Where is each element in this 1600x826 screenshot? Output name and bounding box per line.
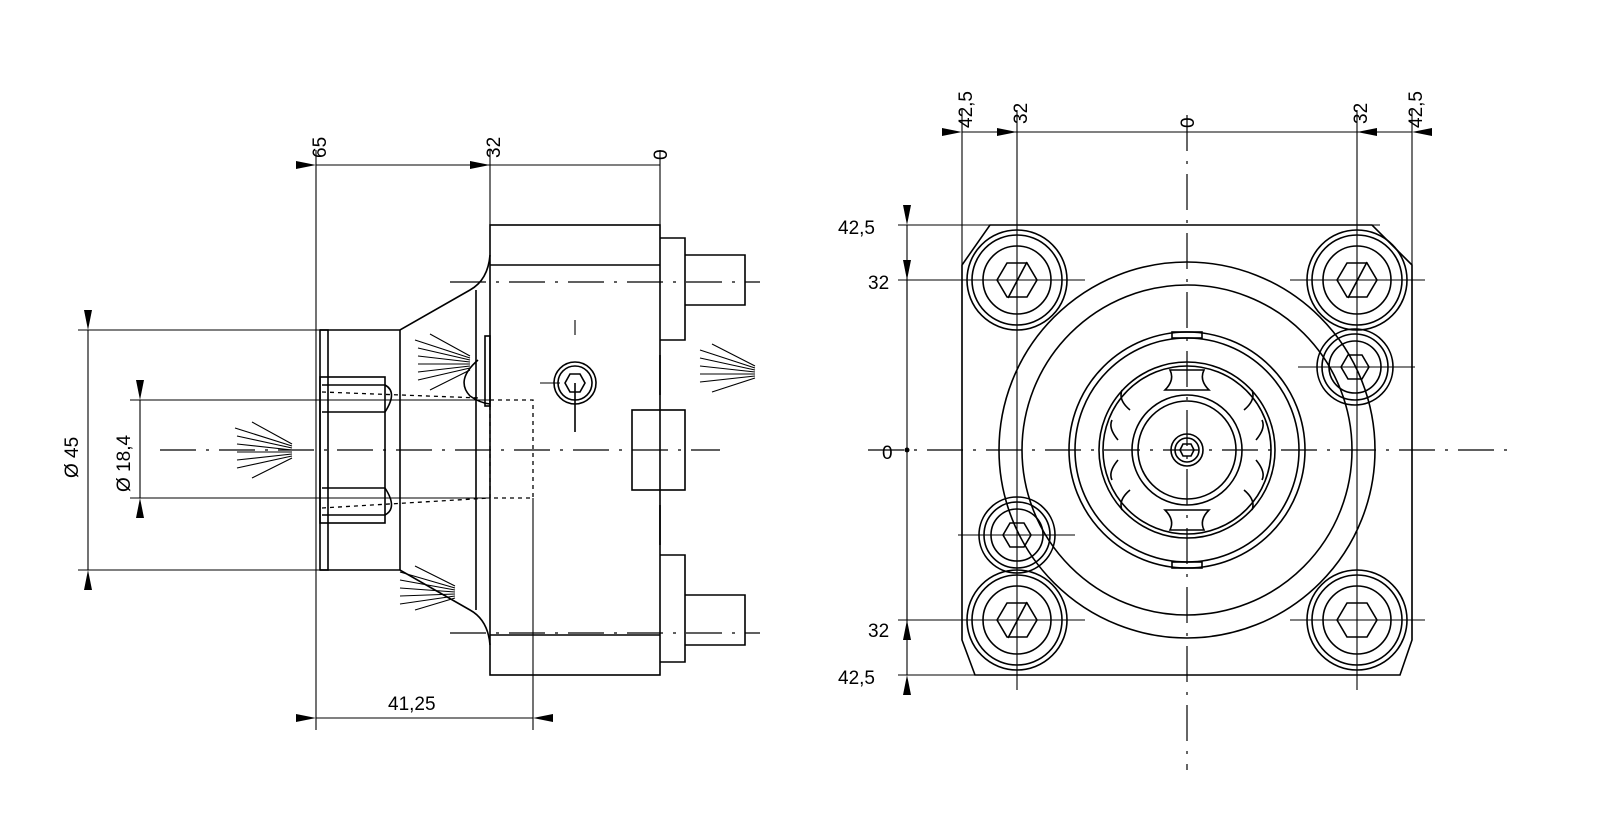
ring-notches — [1110, 331, 1264, 569]
top-dimension: 65 32 0 — [296, 137, 672, 169]
dim-top-4: 32 — [1351, 103, 1372, 124]
dim-left-5: 42,5 — [838, 668, 875, 689]
dim-left-1: 42,5 — [838, 218, 875, 239]
side-view: 65 32 0 Ø 45 Ø 18,4 41,25 — [62, 137, 760, 730]
dim-outer-diameter: Ø 45 — [62, 437, 83, 478]
dim-top-3: 0 — [1178, 117, 1199, 128]
left-dimension: 42,5 32 0 32 42,5 — [838, 205, 911, 695]
front-view: 42,5 32 0 32 42,5 42,5 32 0 32 42,5 — [838, 91, 1510, 770]
dim-top-2: 32 — [1011, 103, 1032, 124]
dim-bore-diameter: Ø 18,4 — [114, 435, 135, 492]
dim-0: 0 — [651, 149, 672, 160]
dim-left-4: 32 — [868, 621, 889, 642]
surface-hatch — [234, 333, 756, 611]
dim-32: 32 — [484, 137, 505, 158]
dim-top-1: 42,5 — [956, 91, 977, 128]
cap-screw-icon — [540, 320, 597, 432]
top-dimension: 42,5 32 0 32 42,5 — [942, 91, 1432, 136]
dim-length: 41,25 — [388, 694, 436, 715]
dim-left-2: 32 — [868, 273, 889, 294]
dim-top-5: 42,5 — [1406, 91, 1427, 128]
dim-left-3: 0 — [882, 443, 893, 464]
dim-65: 65 — [310, 137, 331, 158]
